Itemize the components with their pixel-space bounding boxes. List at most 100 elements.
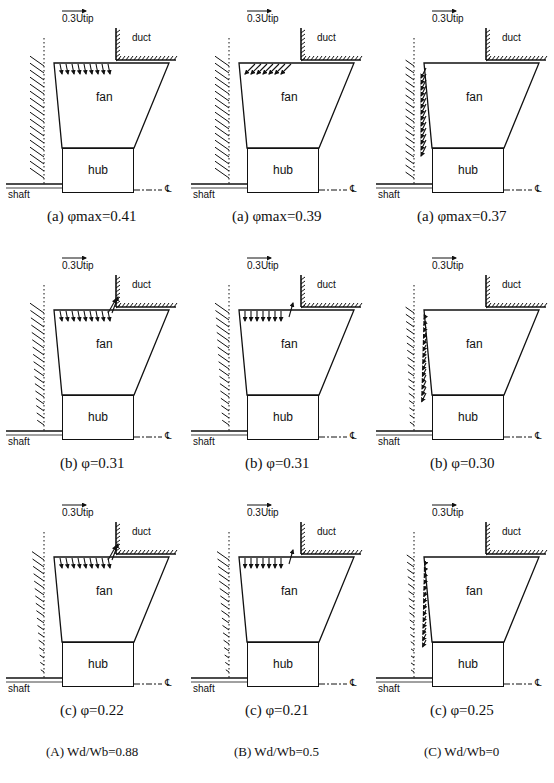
duct-hatch (512, 550, 515, 554)
profile-vector (34, 574, 44, 581)
centerline-symbol: ℄ (165, 677, 171, 688)
profile-vector (39, 640, 44, 644)
scale-label: 0.3Utip (432, 260, 464, 271)
hub-box: hub (247, 395, 319, 440)
duct-hatch (301, 54, 305, 57)
duct-hatch (486, 46, 490, 49)
duct-hatch (488, 550, 491, 554)
shaft-label: shaft (378, 436, 400, 447)
scale-label: 0.3Utip (62, 507, 94, 518)
profile-vector (35, 384, 44, 390)
duct-hatch (122, 550, 125, 554)
profile-vector (406, 151, 414, 157)
fan-outline (424, 310, 539, 395)
duct-hatch (331, 303, 334, 307)
fan-outline (239, 63, 354, 148)
fan-outline (424, 557, 539, 642)
duct-hatch (130, 303, 133, 307)
centerline-symbol: ℄ (350, 430, 356, 441)
velocity-vector (423, 634, 426, 641)
profile-vector (33, 559, 44, 567)
hub-box: hub (432, 395, 504, 440)
duct-hatch (540, 303, 543, 307)
centerline-symbol: ℄ (165, 183, 171, 194)
duct-label: duct (502, 32, 521, 43)
velocity-vector (423, 622, 426, 628)
velocity-vector (257, 64, 267, 74)
hub-label: hub (273, 163, 293, 177)
duct-hatch (335, 56, 338, 60)
profile-vector (406, 74, 414, 80)
duct-hatch (532, 56, 535, 60)
centerline (134, 437, 162, 438)
duct-hatch (504, 303, 507, 307)
duct-hatch (486, 285, 490, 288)
velocity-vector (423, 351, 426, 357)
velocity-vector (423, 357, 426, 364)
duct-hatch (532, 550, 535, 554)
fan-shape (54, 557, 169, 642)
velocity-vector (423, 339, 426, 344)
fan-shape (54, 63, 169, 148)
velocity-vector (423, 610, 426, 615)
duct-hatch (512, 56, 515, 60)
duct-hatch (319, 56, 322, 60)
duct-hatch (134, 550, 137, 554)
duct-hatch (301, 532, 305, 535)
duct-hatch (170, 56, 173, 60)
fan-shape (239, 557, 354, 642)
shaft-label: shaft (8, 189, 30, 200)
fan-label: fan (281, 337, 298, 351)
shaft-line (376, 430, 432, 432)
profile-vector (225, 655, 229, 658)
duct-hatch (343, 56, 346, 60)
duct-hatch (116, 42, 120, 45)
profile-vector (406, 130, 414, 136)
velocity-vector (244, 311, 245, 321)
hub-box: hub (432, 148, 504, 193)
velocity-vector (96, 64, 98, 74)
fan-shape (424, 63, 539, 148)
fan-outline (239, 310, 354, 395)
velocity-vector (269, 64, 279, 74)
duct-hatch (486, 301, 490, 304)
duct-hatch (339, 550, 342, 554)
duct-hatch (508, 56, 511, 60)
duct-hatch (138, 303, 141, 307)
velocity-vector (96, 311, 98, 321)
velocity-vector (250, 558, 251, 568)
duct-hatch (315, 550, 318, 554)
profile-vector (36, 398, 44, 404)
fan-label: fan (281, 584, 298, 598)
velocity-vector (424, 586, 426, 590)
profile-vector (408, 577, 414, 581)
duct-label: duct (317, 526, 336, 537)
fan-shape (424, 310, 539, 395)
profile-vector (34, 581, 44, 588)
hub-label: hub (458, 657, 478, 671)
profile-vector (408, 379, 414, 383)
profile-vector (216, 325, 229, 334)
fan-label: fan (96, 90, 113, 104)
duct-label: duct (132, 32, 151, 43)
duct-hatch (158, 56, 161, 60)
velocity-vector (280, 311, 281, 321)
velocity-vector (263, 64, 273, 74)
duct-hatch (301, 30, 305, 33)
velocity-vector (268, 311, 269, 321)
centerline-symbol: ℄ (535, 677, 541, 688)
duct-hatch (486, 293, 490, 296)
duct-hatch (170, 303, 173, 307)
duct-hatch (528, 550, 531, 554)
duct-hatch (486, 536, 490, 539)
scale-label: 0.3Utip (247, 507, 279, 518)
profile-vector (409, 598, 414, 602)
profile-vector (409, 613, 414, 616)
profile-vector (33, 566, 44, 574)
profile-vector (37, 413, 44, 418)
velocity-vector (108, 64, 110, 74)
profile-vector (407, 555, 414, 560)
duct-hatch (516, 550, 519, 554)
profile-vector (218, 559, 229, 567)
duct-hatch (486, 277, 490, 280)
